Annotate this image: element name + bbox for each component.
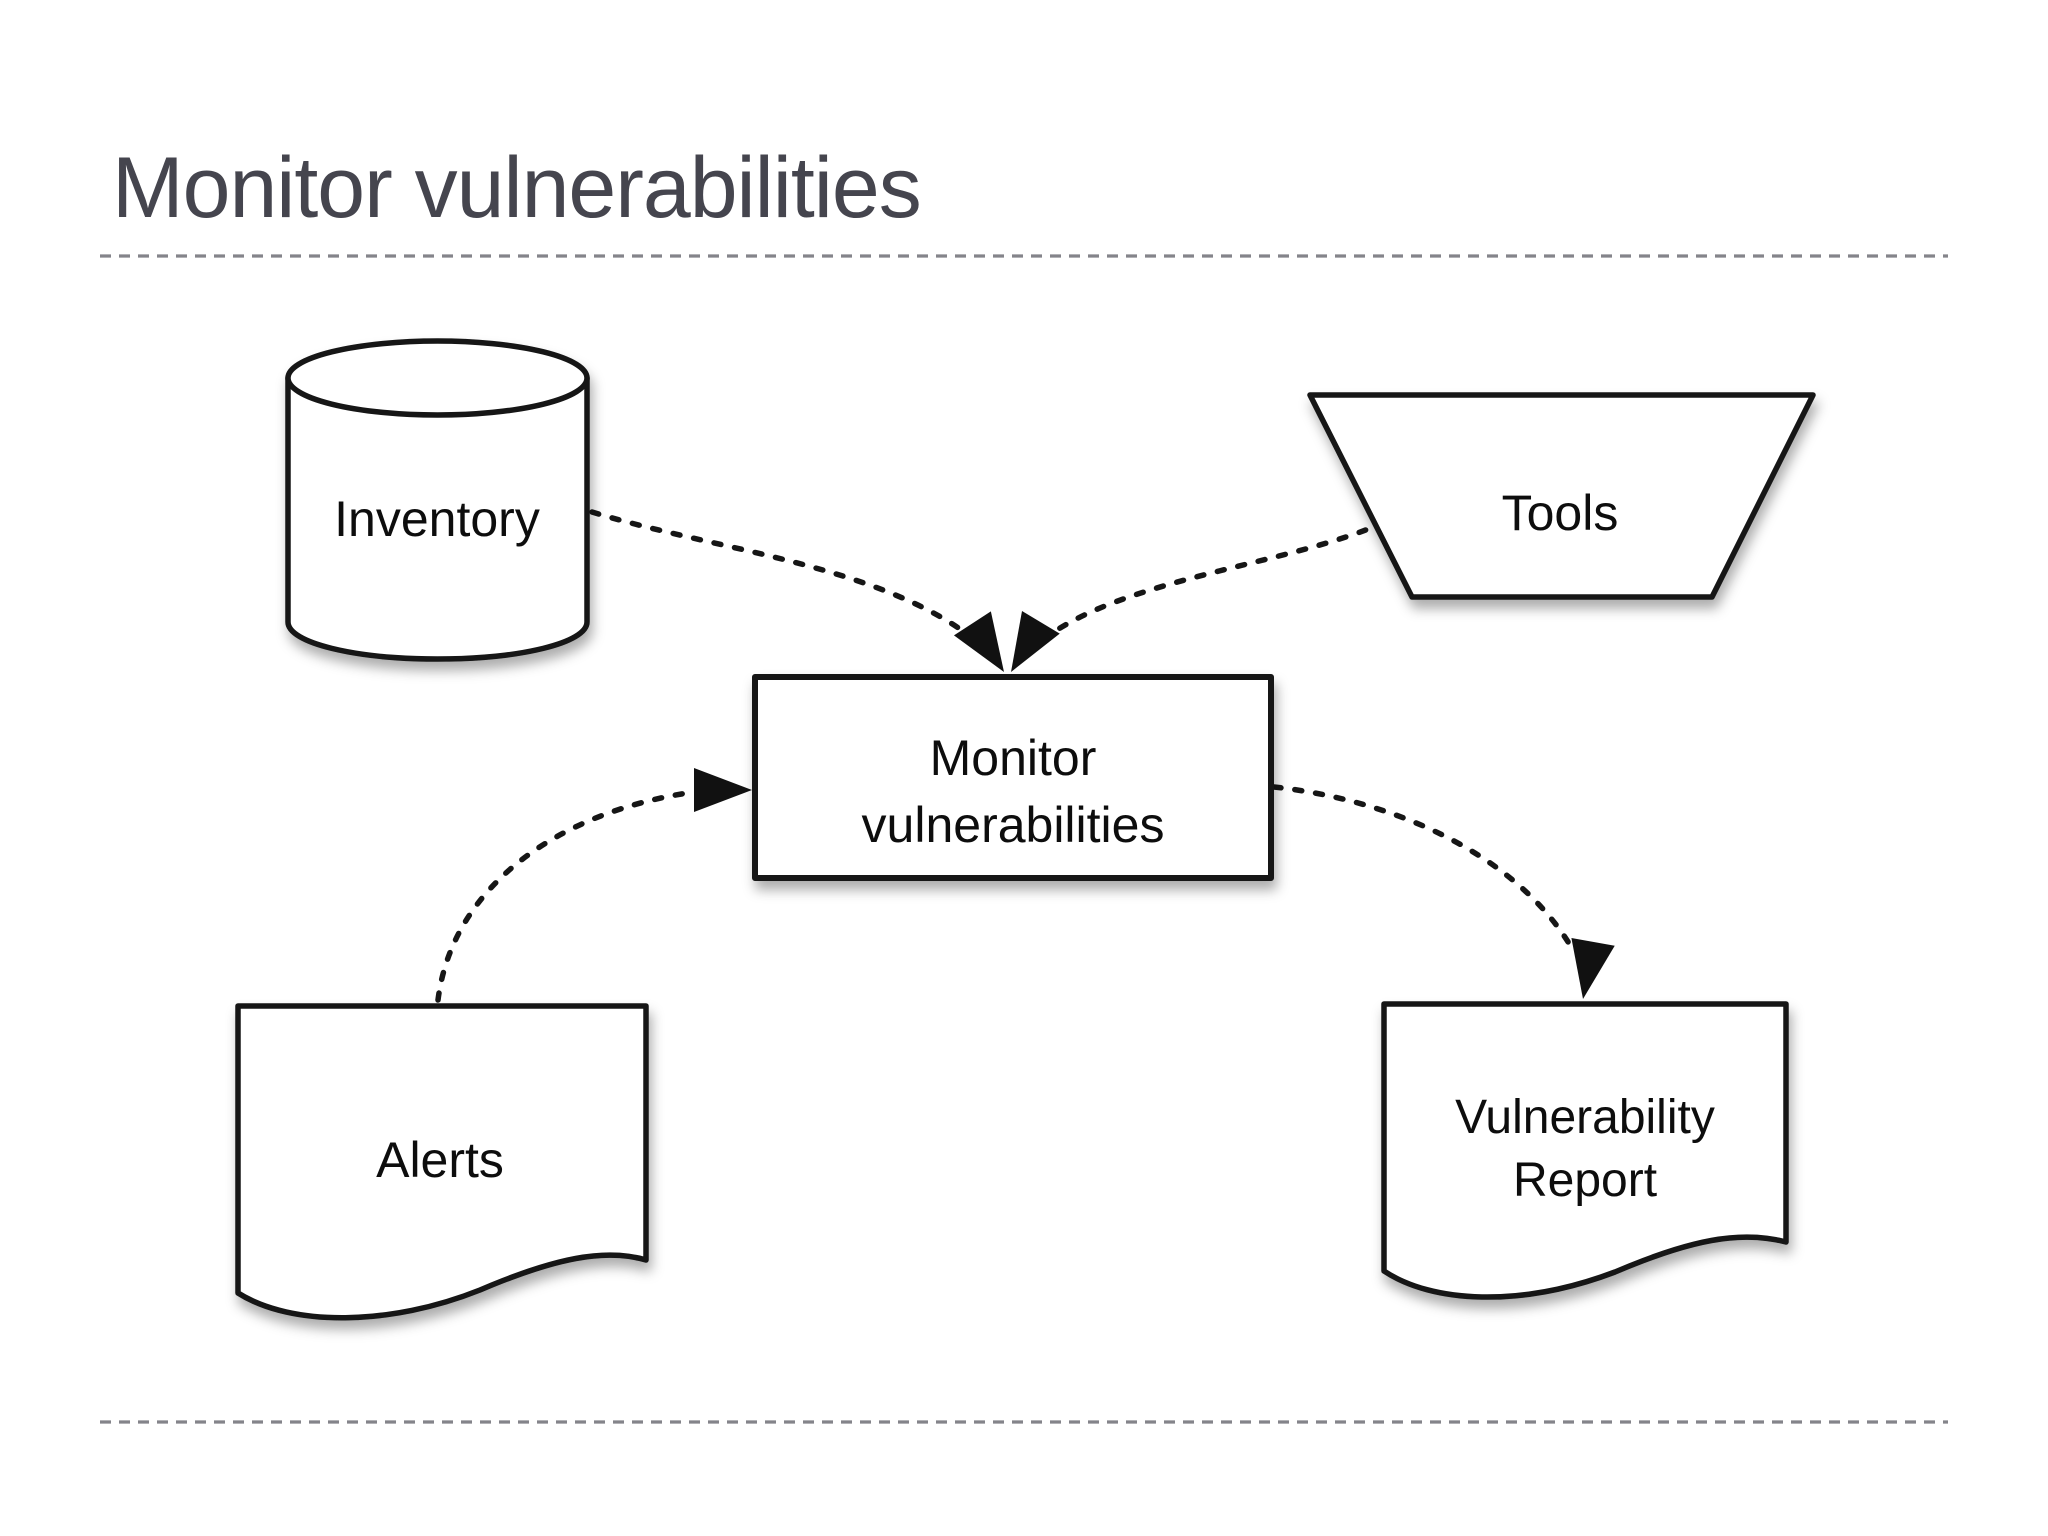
inventory-label: Inventory — [334, 491, 540, 547]
inventory-cylinder-top — [285, 338, 590, 418]
inventory-cylinder-body — [285, 375, 590, 662]
node-inventory: Inventory — [285, 338, 590, 662]
node-monitor-vulnerabilities: Monitor vulnerabilities — [752, 674, 1274, 881]
arrowhead-alerts-to-monitor — [694, 768, 752, 812]
edge-inventory-to-monitor — [589, 509, 1004, 672]
vulnerability-report-label-line1: Vulnerability — [1455, 1091, 1715, 1144]
edge-monitor-to-report — [1271, 784, 1615, 999]
alerts-label: Alerts — [376, 1132, 504, 1188]
tools-trapezoid — [1307, 392, 1816, 600]
tools-label: Tools — [1502, 485, 1619, 541]
page-title: Monitor vulnerabilities — [112, 140, 922, 236]
node-vulnerability-report: Vulnerability Report — [1381, 1001, 1789, 1300]
node-tools: Tools — [1307, 392, 1816, 600]
alerts-document — [235, 1003, 649, 1321]
vulnerability-report-label-line2: Report — [1513, 1154, 1657, 1207]
vulnerability-report-document — [1381, 1001, 1789, 1300]
edge-alerts-to-monitor — [435, 768, 752, 1003]
monitor-label-line2: vulnerabilities — [862, 797, 1165, 853]
monitor-rectangle — [752, 674, 1274, 881]
arrowhead-tools-to-monitor — [1011, 610, 1060, 672]
edge-tools-to-monitor-line — [1037, 519, 1388, 645]
edge-tools-to-monitor — [1011, 519, 1388, 672]
edge-monitor-to-report-line — [1271, 784, 1573, 948]
arrowhead-monitor-to-report — [1571, 938, 1615, 999]
edge-inventory-to-monitor-line — [589, 509, 978, 643]
arrowhead-inventory-to-monitor — [953, 611, 1004, 672]
edge-alerts-to-monitor-line — [435, 789, 697, 1003]
monitor-label-line1: Monitor — [930, 730, 1097, 786]
node-alerts: Alerts — [235, 1003, 649, 1321]
